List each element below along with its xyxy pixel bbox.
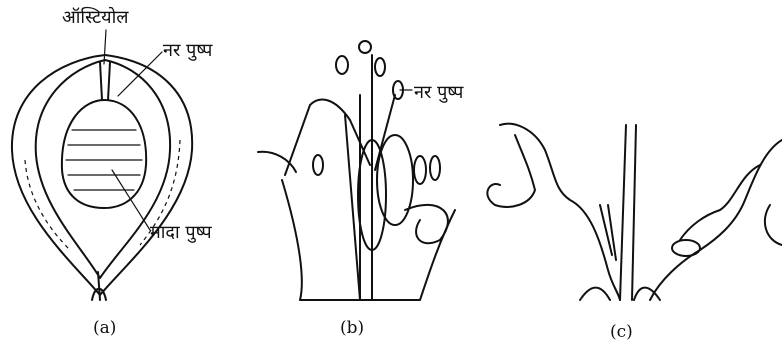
label-male-flower-a: नर पुष्प xyxy=(163,38,212,62)
caption-c: (c) xyxy=(610,322,633,342)
label-ostiole: ऑस्टियोल xyxy=(62,5,128,29)
label-female-flower: मादा पुष्प xyxy=(150,220,212,244)
caption-a: (a) xyxy=(93,318,116,338)
syconium-section-drawing xyxy=(12,30,192,300)
caption-b: (b) xyxy=(340,318,364,338)
label-male-flower-b: नर पुष्प xyxy=(414,80,463,104)
female-flower-drawing xyxy=(487,124,782,300)
